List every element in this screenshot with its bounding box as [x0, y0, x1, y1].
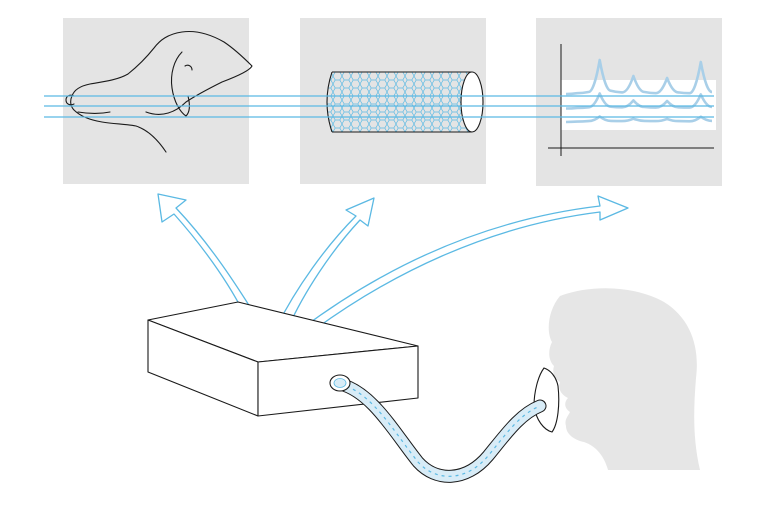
person-silhouette-icon [548, 288, 700, 470]
spectrum-chart-icon [548, 44, 716, 156]
mask-icon [533, 367, 560, 433]
spectrum-trace-1 [565, 58, 713, 96]
breath-tube [329, 374, 547, 483]
nanotube-sensor-icon [326, 71, 484, 133]
arrow-to-nanotube [275, 197, 375, 329]
dog-panel [63, 18, 249, 184]
arrow-to-spectrum [299, 195, 629, 331]
flow-arrows [157, 193, 629, 331]
spectrum-trace-3 [565, 115, 713, 124]
flow-beams [44, 95, 714, 118]
arrow-to-dog [157, 193, 263, 327]
analyzer-box-icon [147, 301, 419, 417]
